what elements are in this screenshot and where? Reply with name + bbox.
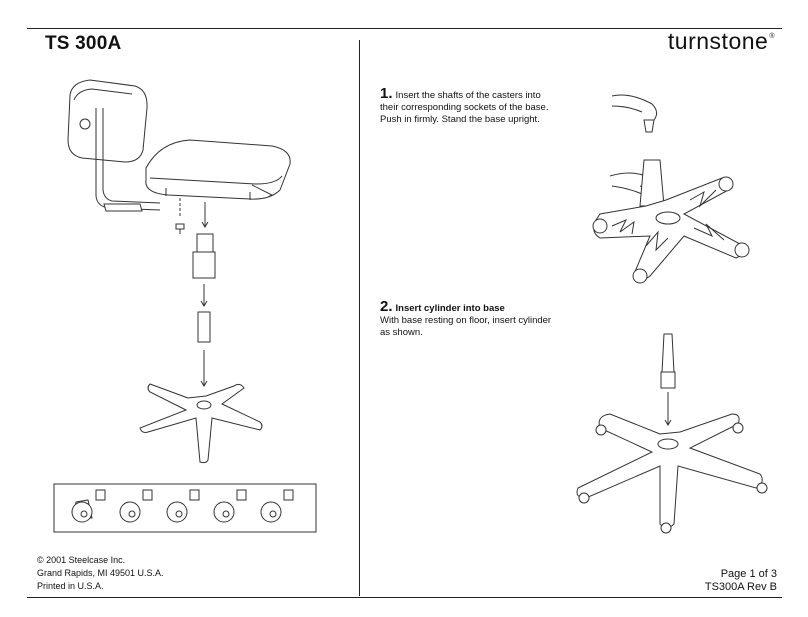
copyright-line: © 2001 Steelcase Inc. (37, 555, 126, 565)
step-1: 1.Insert the shafts of the casters into … (380, 85, 555, 126)
caster-set-illustration (53, 483, 317, 533)
cylinder-install-illustration (576, 333, 768, 534)
exploded-chair-illustration (67, 79, 291, 464)
step-2-title: Insert cylinder into base (395, 303, 505, 314)
step-2-text: With base resting on floor, insert cylin… (380, 315, 552, 338)
brand-logo: turnstone® (668, 28, 775, 55)
caster-icon (260, 489, 294, 523)
caster-icon (71, 489, 106, 523)
caster-icon (166, 489, 200, 523)
model-title: TS 300A (45, 33, 122, 54)
address-line: Grand Rapids, MI 49501 U.S.A. (37, 568, 164, 578)
brand-name: turnstone (667, 28, 769, 54)
page-frame (27, 28, 782, 598)
footer-right: Page 1 of 3 TS300A Rev B (705, 568, 777, 594)
caster-icon (213, 489, 247, 523)
step-2-number: 2. (380, 298, 393, 315)
printed-line: Printed in U.S.A. (37, 581, 104, 591)
registered-mark: ® (769, 33, 775, 40)
doc-revision: TS300A Rev B (704, 581, 777, 593)
caster-icon (119, 489, 153, 523)
page-number: Page 1 of 3 (720, 568, 777, 580)
footer-left: © 2001 Steelcase Inc. Grand Rapids, MI 4… (37, 554, 164, 593)
step-1-number: 1. (380, 85, 393, 102)
step-1-text: Insert the shafts of the casters into th… (380, 90, 549, 125)
caster-install-illustration (592, 94, 750, 284)
column-divider (359, 40, 360, 596)
step-2: 2.Insert cylinder into base With base re… (380, 298, 555, 339)
